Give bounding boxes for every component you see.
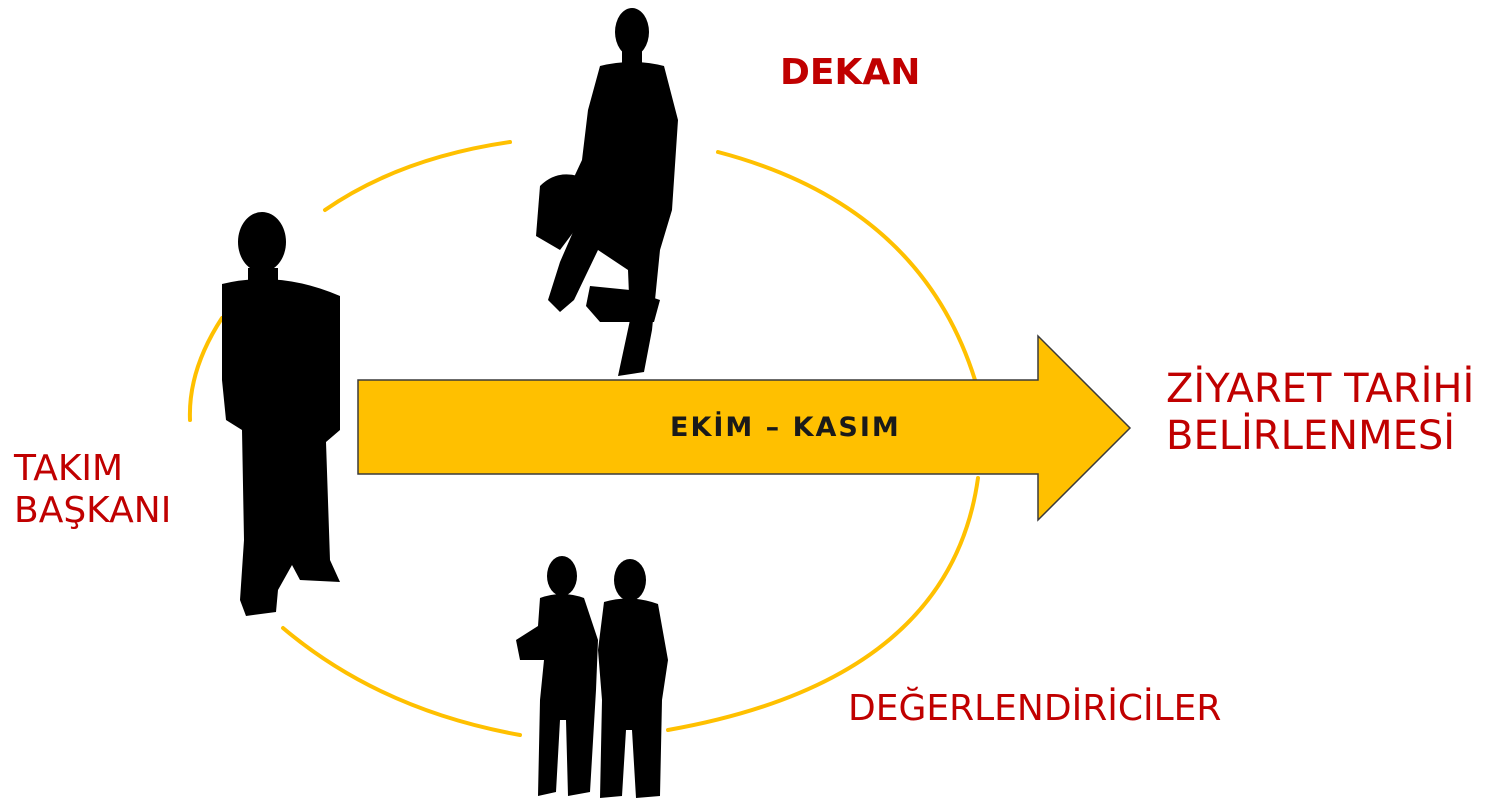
team-leader-label-line1: TAKIM [14,448,124,489]
dean-silhouette-icon [536,8,678,376]
ring-arc-top-right [716,150,977,382]
arrow-period-label: EKİM – KASIM [670,412,901,443]
team-leader-label: TAKIM BAŞKANI [14,448,171,533]
evaluators-silhouette-icon [516,556,668,798]
visit-date-label: ZİYARET TARİHİ BELİRLENMESİ [1166,366,1474,460]
timeline-arrow [357,334,1132,522]
ring-arc-bottom-left [281,626,522,737]
visit-date-label-line1: ZİYARET TARİHİ [1166,366,1475,412]
ring-arc-left [187,316,224,422]
evaluators-label: DEĞERLENDİRİCİLER [848,688,1222,729]
ring-arc-top-left [323,140,512,212]
dean-label: DEKAN [780,52,921,93]
cycle-ring [187,140,980,737]
ring-arc-right [666,476,980,732]
visit-date-label-line2: BELİRLENMESİ [1166,413,1456,460]
team-leader-silhouette-icon [222,212,340,616]
team-leader-label-line2: BAŞKANI [14,490,172,532]
